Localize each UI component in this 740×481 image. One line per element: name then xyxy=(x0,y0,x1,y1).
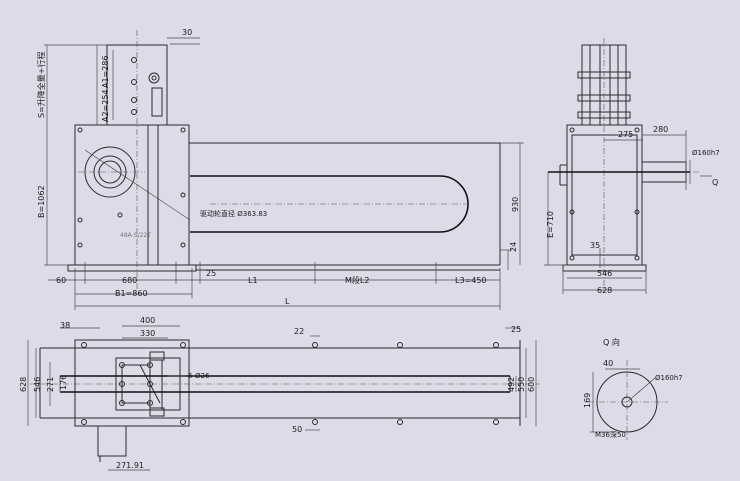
model-label: 48A-S/22T xyxy=(120,232,151,239)
dim-l3: L3=450 xyxy=(455,276,487,285)
holes-6x26: 6-Ø26 xyxy=(188,372,210,380)
dim-546-plan: 546 xyxy=(33,377,42,392)
dim-e: E=710 xyxy=(546,211,555,238)
dim-550: 550 xyxy=(517,377,526,392)
q-view: Q 向 40 Ø160h7 169 M36深50 xyxy=(583,337,683,440)
plan-housing xyxy=(74,339,190,427)
dim-a1: A1=286 xyxy=(101,55,110,88)
dim-628-plan: 628 xyxy=(19,377,28,392)
side-housing xyxy=(566,124,643,266)
q-view-title: Q 向 xyxy=(603,337,620,347)
dim-l1: L1 xyxy=(248,276,258,285)
dim-40: 40 xyxy=(603,359,613,368)
shaft-dia: Ø160h7 xyxy=(692,149,720,157)
dim-275: 275 xyxy=(618,130,633,139)
q-shaft-dia: Ø160h7 xyxy=(655,374,683,382)
plan-view: 38 400 330 22 25 628 546 271 176 6-Ø26 4… xyxy=(19,316,540,471)
dim-280: 280 xyxy=(653,125,668,134)
dim-22: 22 xyxy=(294,327,304,336)
dim-38: 38 xyxy=(60,321,70,330)
dim-169: 169 xyxy=(583,393,592,408)
dim-24: 24 xyxy=(509,242,518,252)
dim-m-l2: M段L2 xyxy=(345,275,369,285)
dim-30: 30 xyxy=(182,28,192,37)
dim-l: L xyxy=(285,297,290,306)
dim-176: 176 xyxy=(59,375,68,390)
dim-25: 25 xyxy=(206,269,216,278)
front-view: 30 A1=286 A2=254 S=升降全量+行程 B=1062 驱动轮直径 … xyxy=(36,28,524,310)
keyway-label: M36深50 xyxy=(595,430,626,439)
dim-546-side: 546 xyxy=(597,269,612,278)
side-view: 275 280 Ø160h7 Q E=710 35 546 628 xyxy=(544,38,720,295)
dim-50: 50 xyxy=(292,425,302,434)
gear-housing xyxy=(74,124,190,266)
dim-400: 400 xyxy=(140,316,155,325)
dim-60: 60 xyxy=(56,276,66,285)
dim-600: 600 xyxy=(527,377,536,392)
dim-628-side: 628 xyxy=(597,286,612,295)
dim-stroke: S=升降全量+行程 xyxy=(36,52,46,118)
dim-930: 930 xyxy=(511,197,520,212)
dim-a2: A2=254 xyxy=(101,89,110,122)
dim-25-plan: 25 xyxy=(511,325,521,334)
dim-330: 330 xyxy=(140,329,155,338)
dim-492: 492 xyxy=(507,377,516,392)
dim-680: 680 xyxy=(122,276,137,285)
q-arrow-label: Q xyxy=(712,178,718,187)
dim-271-91: 271.91 xyxy=(116,461,144,470)
dim-35: 35 xyxy=(590,241,600,250)
dim-b: B=1062 xyxy=(37,185,46,218)
dim-b1: B1=860 xyxy=(115,289,148,298)
motor-body xyxy=(97,425,127,457)
column-bolt xyxy=(148,72,160,84)
dim-271: 271 xyxy=(46,377,55,392)
rail-bolts xyxy=(81,342,499,425)
drive-wheel-dia: 驱动轮直径 Ø363.83 xyxy=(200,209,267,218)
